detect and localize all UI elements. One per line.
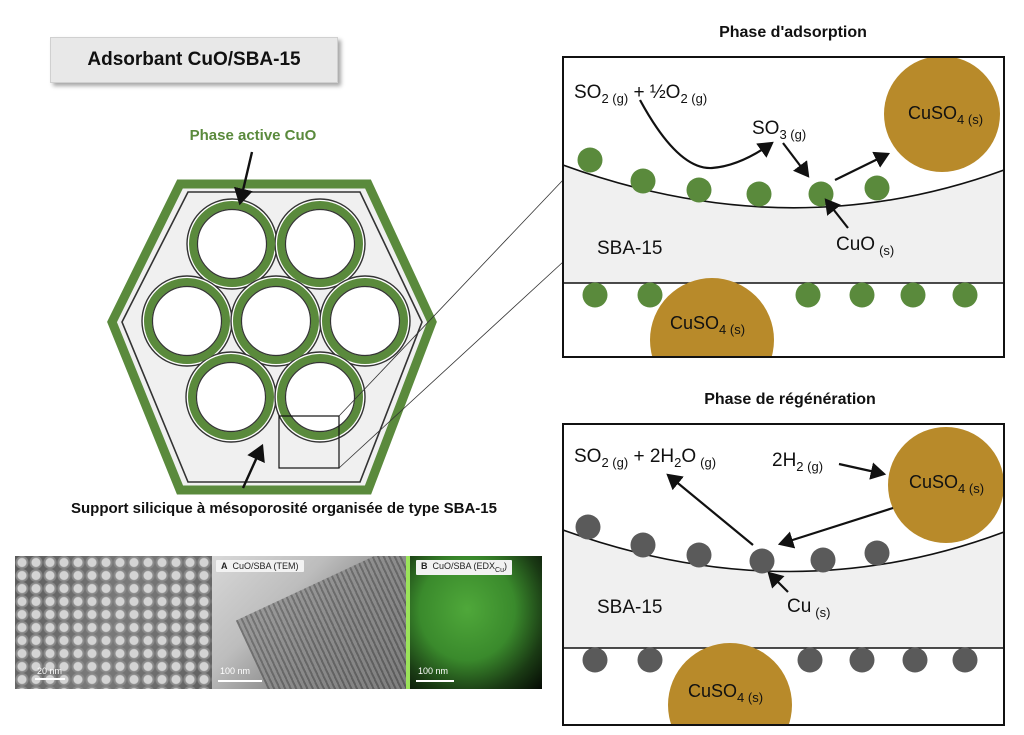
right-micrograph-label: B CuO/SBA (EDXCu) xyxy=(416,560,512,575)
h2-to-cuso4-arrow xyxy=(838,462,887,480)
left-scale-label: 20 nm xyxy=(37,666,63,676)
pore-4 xyxy=(230,275,322,367)
pore-1 xyxy=(186,198,278,290)
hexagon-particle xyxy=(107,179,437,495)
cuso4-top-particle xyxy=(884,57,1000,172)
cu-label-arrow xyxy=(767,571,789,593)
cu-particle xyxy=(952,647,978,673)
cuso4-regen-top-particle xyxy=(888,427,1004,543)
cuo-label-arrow xyxy=(824,198,849,229)
cuso4-regen-top-label: CuSO4 (s) xyxy=(909,472,984,496)
tem-micrograph-middle: A CuO/SBA (TEM) 100 nm xyxy=(212,556,406,689)
regeneration-products: SO2 (g) + 2H2O(g) xyxy=(574,446,716,470)
regeneration-sba-label: SBA-15 xyxy=(597,597,662,618)
active-phase-label: Phase active CuO xyxy=(190,127,317,144)
cu-particle xyxy=(582,647,608,673)
cu-to-so2-arrow xyxy=(666,473,754,546)
cu-particle xyxy=(575,514,601,540)
cuso4-regen-bottom-label: CuSO4 (s) xyxy=(688,681,763,705)
cuo-particle xyxy=(582,282,608,308)
cu-particle xyxy=(902,647,928,673)
cu-label: Cu(s) xyxy=(787,596,830,620)
adsorption-pore-wall xyxy=(563,164,1004,209)
cuo-particle xyxy=(577,147,603,173)
regeneration-heading: Phase de régénération xyxy=(704,391,876,408)
edx-micrograph-right: B CuO/SBA (EDXCu) 100 nm xyxy=(406,556,542,689)
active-phase-arrow xyxy=(233,151,254,206)
cuo-particle xyxy=(746,181,772,207)
cu-particle xyxy=(637,647,663,673)
cu-particle xyxy=(864,540,890,566)
zoom-line-bottom xyxy=(338,261,564,469)
support-label: Support silicique à mésoporosité organis… xyxy=(71,500,497,517)
zoom-box xyxy=(278,415,340,469)
so2-to-so3-arrow xyxy=(639,99,774,170)
adsorbent-title: Adsorbant CuO/SBA-15 xyxy=(50,37,338,83)
pore-2 xyxy=(274,198,366,290)
cu-particle xyxy=(630,532,656,558)
cuso4-bottom-label: CuSO4 (s) xyxy=(670,313,745,337)
pore-7 xyxy=(274,351,366,443)
adsorption-heading: Phase d'adsorption xyxy=(719,24,867,41)
cuso4-top-label: CuSO4 (s) xyxy=(908,103,983,127)
support-arrow xyxy=(241,443,265,489)
cuso4-to-cu-arrow xyxy=(777,506,894,549)
cuo-particle xyxy=(637,282,663,308)
cu-particle xyxy=(849,647,875,673)
cuo-particle xyxy=(900,282,926,308)
cuo-particle xyxy=(630,168,656,194)
cuo-to-cuso4-arrow xyxy=(834,151,890,181)
cuo-particle xyxy=(808,181,834,207)
pore-3 xyxy=(141,275,233,367)
adsorption-sba-label: SBA-15 xyxy=(597,238,662,259)
so3-to-cuo-arrow xyxy=(782,142,810,178)
cuo-particle xyxy=(795,282,821,308)
cu-particle xyxy=(797,647,823,673)
hexagon-inner-border xyxy=(121,191,423,483)
cuo-label: CuO(s) xyxy=(836,234,894,258)
zoom-line-top xyxy=(338,179,564,417)
pore-5 xyxy=(319,275,411,367)
adsorption-panel: SO2 (g) + ½O2 (g) SO3 (g) CuSO4 (s) SBA-… xyxy=(562,56,1005,358)
cuo-particle xyxy=(864,175,890,201)
cu-particle xyxy=(686,542,712,568)
cuso4-regen-bottom-particle xyxy=(668,643,792,725)
regeneration-panel: SO2 (g) + 2H2O(g) 2H2 (g) CuSO4 (s) SBA-… xyxy=(562,423,1005,726)
so3-label: SO3 (g) xyxy=(752,118,806,142)
pore-6 xyxy=(185,351,277,443)
cuo-particle xyxy=(952,282,978,308)
tem-micrograph-left: 20 nm xyxy=(15,556,212,689)
adsorption-equation: SO2 (g) + ½O2 (g) xyxy=(574,82,707,106)
right-scale-label: 100 nm xyxy=(418,666,449,676)
adsorption-support-top xyxy=(563,165,1004,283)
cu-particle xyxy=(749,548,775,574)
cuo-particle xyxy=(849,282,875,308)
cuo-particle xyxy=(686,177,712,203)
cuso4-bottom-particle xyxy=(650,278,774,357)
middle-scale-label: 100 nm xyxy=(220,666,251,676)
h2-label: 2H2 (g) xyxy=(772,450,823,474)
middle-micrograph-label: A CuO/SBA (TEM) xyxy=(216,560,304,572)
regeneration-pore-wall xyxy=(563,529,1004,573)
cu-particle xyxy=(810,547,836,573)
